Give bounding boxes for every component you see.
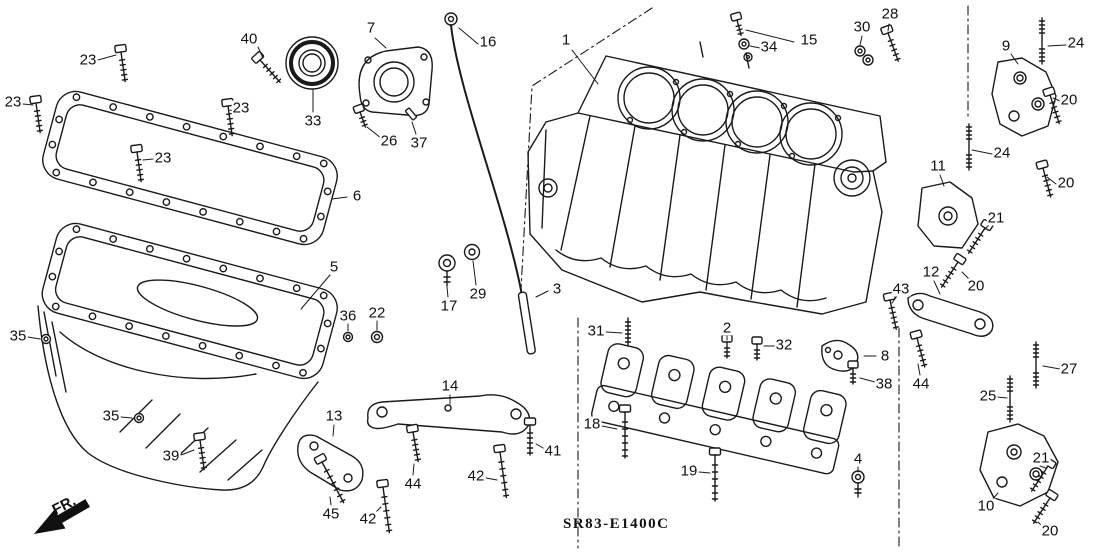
dipstick-drawing xyxy=(444,12,536,355)
gasket-bolt-holes xyxy=(48,93,332,243)
callout-30: 30 xyxy=(852,18,872,36)
callout-23: 23 xyxy=(3,93,23,111)
callout-23: 23 xyxy=(153,149,173,167)
engine-mount-bracket-9-drawing xyxy=(991,57,1057,137)
callout-43: 43 xyxy=(891,280,911,298)
callout-42: 42 xyxy=(358,510,378,528)
callout-15: 15 xyxy=(799,31,819,49)
callout-7: 7 xyxy=(365,19,377,37)
callout-44: 44 xyxy=(911,375,931,393)
callout-8: 8 xyxy=(879,347,891,365)
callout-28: 28 xyxy=(880,5,900,23)
oil-pan-gasket-drawing xyxy=(42,90,338,246)
callout-24: 24 xyxy=(1066,34,1086,52)
callout-18: 18 xyxy=(582,415,602,433)
callout-6: 6 xyxy=(351,187,363,205)
callout-22: 22 xyxy=(367,304,387,322)
callout-5: 5 xyxy=(328,258,340,276)
callout-14: 14 xyxy=(440,377,460,395)
stiffener-13-drawing xyxy=(297,434,364,492)
seal-plate-drawing xyxy=(358,46,433,117)
callout-35: 35 xyxy=(8,327,28,345)
callout-21: 21 xyxy=(986,209,1006,227)
bearing-cap-bridge-drawing xyxy=(591,343,847,475)
stiffener-14-drawing xyxy=(366,394,531,435)
callout-37: 37 xyxy=(409,134,429,152)
callout-11: 11 xyxy=(929,157,947,175)
cylinder-block-drawing xyxy=(527,41,887,315)
oil-pan-drawing xyxy=(37,222,338,491)
callout-36: 36 xyxy=(338,307,358,325)
callout-40: 40 xyxy=(239,30,259,48)
callout-45: 45 xyxy=(321,505,341,523)
callout-13: 13 xyxy=(324,407,344,425)
callout-27: 27 xyxy=(1059,360,1079,378)
callout-29: 29 xyxy=(468,285,488,303)
callout-12: 12 xyxy=(921,263,941,281)
fasteners-layer xyxy=(28,11,1066,535)
diagram-code: SR83-E1400C xyxy=(563,516,670,532)
callout-23: 23 xyxy=(231,99,251,117)
callout-41: 41 xyxy=(543,442,563,460)
callout-2: 2 xyxy=(721,319,733,337)
callout-1: 1 xyxy=(560,31,572,49)
callout-35: 35 xyxy=(101,407,121,425)
callout-21: 21 xyxy=(1031,449,1051,467)
callout-24: 24 xyxy=(992,144,1012,162)
callout-33: 33 xyxy=(303,112,323,130)
callout-4: 4 xyxy=(852,450,864,468)
callout-38: 38 xyxy=(874,375,894,393)
callout-19: 19 xyxy=(679,462,699,480)
callout-26: 26 xyxy=(379,132,399,150)
callout-23: 23 xyxy=(78,51,98,69)
callout-32: 32 xyxy=(774,336,794,354)
callout-20: 20 xyxy=(966,277,986,295)
bracket-12-drawing xyxy=(907,292,994,337)
callout-10: 10 xyxy=(976,497,996,515)
callout-20: 20 xyxy=(1059,91,1079,109)
callout-17: 17 xyxy=(439,297,459,315)
callout-20: 20 xyxy=(1040,522,1060,540)
callout-9: 9 xyxy=(1000,37,1012,55)
callout-42: 42 xyxy=(466,467,486,485)
section-boundary-lines xyxy=(519,5,969,549)
callout-3: 3 xyxy=(551,280,563,298)
oil-seal-drawing xyxy=(285,36,339,90)
oil-pan-rim-holes xyxy=(48,225,332,377)
callout-39: 39 xyxy=(161,447,181,465)
fr-arrow xyxy=(34,499,90,534)
callout-25: 25 xyxy=(978,387,998,405)
bracket-11-drawing xyxy=(917,181,979,249)
callout-16: 16 xyxy=(478,33,498,51)
callout-44: 44 xyxy=(403,475,423,493)
callout-34: 34 xyxy=(759,38,779,56)
callout-31: 31 xyxy=(586,322,606,340)
callout-20: 20 xyxy=(1056,174,1076,192)
